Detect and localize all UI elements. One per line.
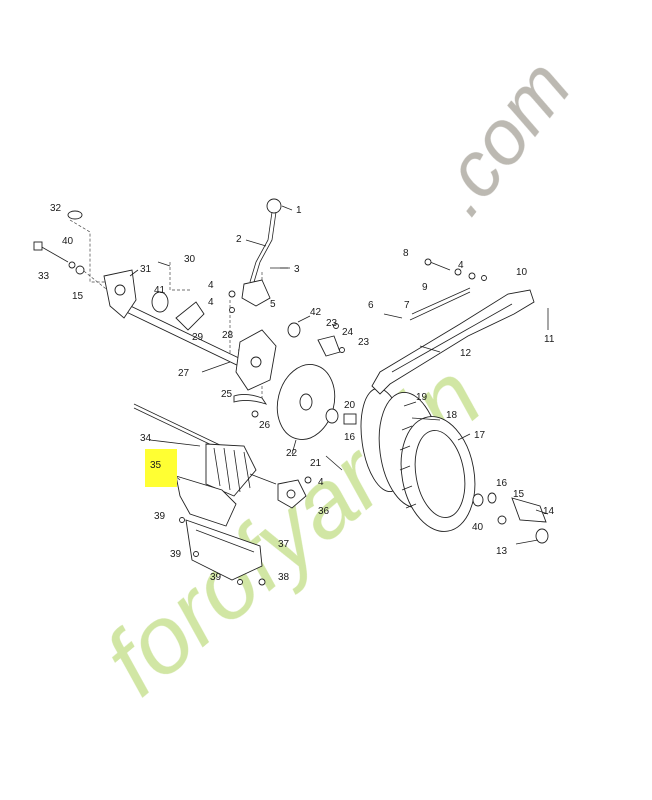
callout-label: 24 (342, 327, 354, 338)
callout-label: 40 (62, 236, 74, 247)
callout-label: 21 (310, 458, 322, 469)
callout-label: 35 (150, 460, 162, 471)
callout-label: 39 (210, 572, 222, 583)
callout-label: 18 (446, 410, 458, 421)
callout-label: 7 (404, 300, 410, 311)
callout-label: 4 (208, 280, 214, 291)
callout-label: 1 (296, 205, 302, 216)
callout-label: 15 (72, 291, 84, 302)
callout-label: 11 (544, 334, 555, 345)
callout-label: 3 (294, 264, 300, 275)
callout-label: 32 (50, 203, 62, 214)
callout-label: 41 (154, 285, 166, 296)
callout-label: 30 (184, 254, 196, 265)
callout-label: 26 (259, 420, 271, 431)
tire-tread (399, 425, 417, 509)
callout-label: 28 (222, 330, 234, 341)
callout-label: 37 (278, 539, 290, 550)
callout-label: 2 (236, 234, 242, 245)
callout-label: 16 (344, 432, 356, 443)
callout-label: 12 (460, 348, 472, 359)
callout-label: 23 (358, 337, 370, 348)
callout-label: 4 (318, 477, 324, 488)
callout-label: 10 (516, 267, 528, 278)
callout-label: 20 (344, 400, 356, 411)
callout-label: 27 (178, 368, 190, 379)
highlight-box (145, 449, 177, 487)
callout-label: 42 (310, 307, 322, 318)
callout-label: 5 (270, 299, 276, 310)
axle-assembly (33, 210, 277, 418)
watermark: .com forofyardin (85, 43, 588, 716)
callout-label: 23 (326, 318, 338, 329)
callout-label: 14 (543, 506, 555, 517)
callout-label: 16 (496, 478, 508, 489)
handle-assembly (371, 258, 549, 395)
leader-lines (129, 205, 549, 515)
callout-label: 40 (472, 522, 484, 533)
callout-label: 17 (474, 430, 486, 441)
callout-label: 33 (38, 271, 50, 282)
callout-label: 15 (513, 489, 525, 500)
callout-label: 4 (208, 297, 214, 308)
callout-label: 36 (318, 506, 330, 517)
callout-label: 4 (458, 260, 464, 271)
callout-label: 39 (154, 511, 166, 522)
callout-label: 22 (286, 448, 298, 459)
input-shaft-assembly (133, 403, 307, 586)
callout-label: 9 (422, 282, 428, 293)
callout-label: 38 (278, 572, 290, 583)
shift-lever-assembly (228, 198, 290, 313)
callout-label: 39 (170, 549, 182, 560)
callout-label: 31 (140, 264, 152, 275)
clutch-assembly (276, 322, 357, 484)
callout-label: 13 (496, 546, 508, 557)
callout-labels: 1 2 3 4 4 4 4 5 6 7 8 9 10 11 12 13 14 1… (38, 203, 555, 583)
callout-label: 6 (368, 300, 374, 311)
callout-label: 19 (416, 392, 428, 403)
wheel-assembly (360, 387, 549, 545)
watermark-tld: .com (414, 43, 587, 230)
callout-label: 8 (403, 248, 409, 259)
callout-label: 34 (140, 433, 152, 444)
callout-label: 25 (221, 389, 233, 400)
callout-label: 29 (192, 332, 204, 343)
